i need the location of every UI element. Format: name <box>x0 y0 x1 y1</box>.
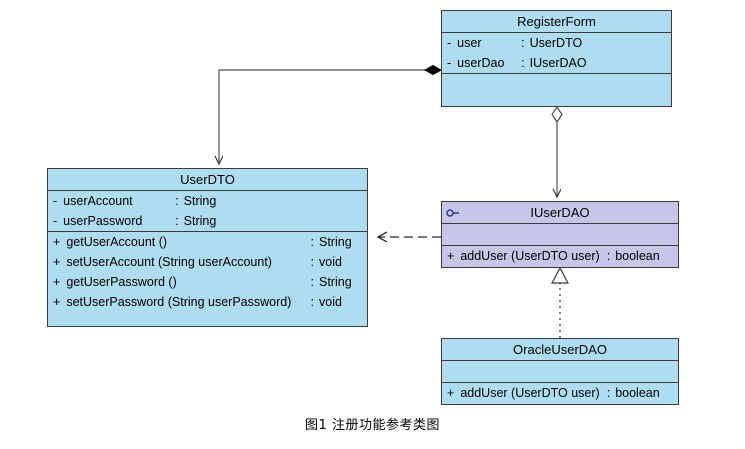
method-row: + addUser (UserDTO user) : boolean <box>442 246 678 266</box>
edge-composition-registerform-userdto <box>219 64 443 165</box>
attribute-row: - userPassword : String <box>48 211 367 231</box>
method-row: + setUserAccount (String userAccount) : … <box>48 252 367 272</box>
attribute-separator: : <box>521 36 525 50</box>
class-title-text: IUserDAO <box>530 205 590 220</box>
method-separator: : <box>606 386 611 400</box>
method-visibility: + <box>53 255 61 269</box>
method-signature: getUserAccount () <box>66 235 168 249</box>
class-box-oracle-user-dao[interactable]: OracleUserDAO + addUser (UserDTO user) :… <box>441 338 679 405</box>
method-signature: addUser (UserDTO user) <box>460 386 600 400</box>
attribute-row: - userAccount : String <box>48 191 367 211</box>
attribute-type: UserDTO <box>529 36 583 50</box>
class-box-register-form[interactable]: RegisterForm - user : UserDTO - userDao … <box>441 10 672 107</box>
method-row: + getUserAccount () : String <box>48 232 367 252</box>
attribute-separator: : <box>175 194 179 208</box>
method-visibility: + <box>53 275 61 289</box>
class-title-iuser-dao: IUserDAO <box>442 202 678 224</box>
method-separator: : <box>310 255 314 269</box>
methods-compartment-oracle-user-dao: + addUser (UserDTO user) : boolean <box>442 383 678 403</box>
method-signature: setUserPassword (String userPassword) <box>66 295 292 309</box>
attribute-visibility: - <box>53 214 58 228</box>
method-visibility: + <box>53 295 61 309</box>
attribute-row: - user : UserDTO <box>442 33 671 53</box>
attributes-compartment-oracle-user-dao <box>442 361 678 383</box>
method-signature: getUserPassword () <box>66 275 177 289</box>
aggregation-hollow-diamond <box>551 105 563 124</box>
attribute-name: userAccount <box>63 194 133 208</box>
method-separator: : <box>310 235 314 249</box>
edge-aggregation-registerform-iuserdao <box>551 105 563 197</box>
composition-filled-diamond <box>423 64 443 76</box>
attributes-compartment-iuser-dao <box>442 224 678 246</box>
attribute-visibility: - <box>447 56 452 70</box>
attribute-row: - userDao : IUserDAO <box>442 53 671 73</box>
edge-realization-oracleuserdao-iuserdao <box>551 266 569 338</box>
methods-compartment-iuser-dao: + addUser (UserDTO user) : boolean <box>442 246 678 266</box>
figure-caption: 图1 注册功能参考类图 <box>305 418 440 433</box>
class-title-user-dto: UserDTO <box>48 169 367 191</box>
method-visibility: + <box>447 386 455 400</box>
method-signature: addUser (UserDTO user) <box>460 249 600 263</box>
interface-lollipop-icon <box>446 209 459 217</box>
method-return-type: boolean <box>615 386 660 400</box>
attribute-name: userDao <box>457 56 505 70</box>
methods-compartment-register-form <box>442 74 671 96</box>
class-box-iuser-dao[interactable]: IUserDAO + addUser (UserDTO user) : bool… <box>441 201 679 268</box>
method-visibility: + <box>53 235 61 249</box>
method-row: + addUser (UserDTO user) : boolean <box>442 383 678 403</box>
attribute-visibility: - <box>53 194 58 208</box>
attributes-compartment-register-form: - user : UserDTO - userDao : IUserDAO <box>442 33 671 74</box>
method-return-type: void <box>319 255 342 269</box>
attribute-type: String <box>183 214 217 228</box>
attribute-name: user <box>457 36 482 50</box>
method-return-type: boolean <box>615 249 660 263</box>
method-separator: : <box>606 249 611 263</box>
class-box-user-dto[interactable]: UserDTO - userAccount : String - userPas… <box>47 168 368 327</box>
realization-hollow-triangle <box>551 266 569 284</box>
attribute-type: IUserDAO <box>529 56 587 70</box>
method-return-type: void <box>319 295 342 309</box>
method-signature: setUserAccount (String userAccount) <box>66 255 272 269</box>
method-visibility: + <box>447 249 455 263</box>
method-row: + getUserPassword () : String <box>48 272 367 292</box>
class-title-oracle-user-dao: OracleUserDAO <box>442 339 678 361</box>
method-return-type: String <box>319 275 352 289</box>
methods-compartment-user-dto: + getUserAccount () : String + setUserAc… <box>48 232 367 312</box>
class-title-register-form: RegisterForm <box>442 11 671 33</box>
attribute-visibility: - <box>447 36 452 50</box>
attribute-type: String <box>183 194 217 208</box>
attribute-name: userPassword <box>63 214 143 228</box>
method-return-type: String <box>319 235 352 249</box>
method-separator: : <box>310 275 314 289</box>
attribute-separator: : <box>175 214 179 228</box>
attribute-separator: : <box>521 56 525 70</box>
attributes-compartment-user-dto: - userAccount : String - userPassword : … <box>48 191 367 232</box>
method-separator: : <box>310 295 314 309</box>
method-row: + setUserPassword (String userPassword) … <box>48 292 367 312</box>
